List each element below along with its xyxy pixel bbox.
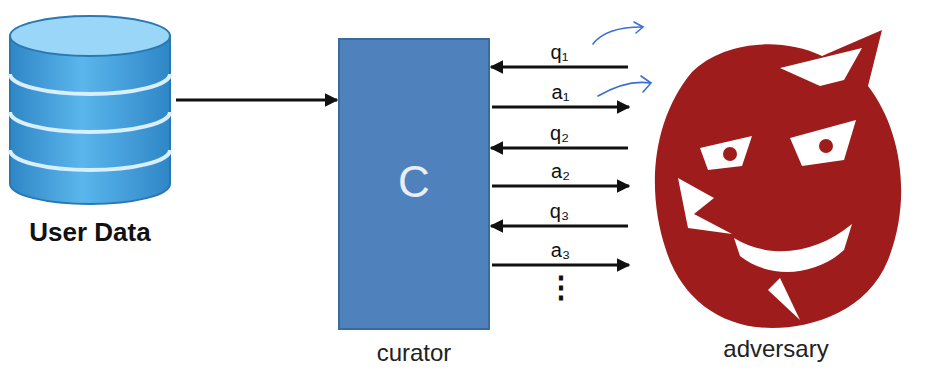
node-caption: User Data <box>29 218 150 247</box>
text-slot: User Data <box>6 218 174 247</box>
message-label: a₁ <box>550 81 572 103</box>
ink-stroke <box>641 76 651 92</box>
arrow-connector <box>491 147 628 150</box>
arrow-connector <box>492 106 629 109</box>
text-slot: q₂ <box>520 122 600 144</box>
face-pupil <box>723 147 737 161</box>
arrow-connector <box>491 66 628 69</box>
arrow-connector <box>492 185 629 188</box>
message-label: q₃ <box>548 200 571 222</box>
text-slot: C <box>338 158 490 206</box>
cylinder-body <box>10 36 170 204</box>
database-cylinder <box>6 12 174 208</box>
text-slot: a₂ <box>521 160 601 182</box>
text-slot: a₁ <box>521 81 601 103</box>
text-slot: q₃ <box>520 200 600 222</box>
face-goatee <box>768 278 800 320</box>
text-slot: ⋮ <box>531 270 591 303</box>
adversary-node: adversary <box>630 28 922 374</box>
arrow-connector <box>176 99 337 102</box>
face-eye <box>790 120 856 166</box>
message-label: a₂ <box>549 160 572 182</box>
message-label: a₃ <box>549 239 572 261</box>
face-shape <box>655 30 901 328</box>
box-letter: C <box>398 158 430 206</box>
node-caption: curator <box>377 340 452 366</box>
face-mark <box>678 178 732 234</box>
continuation-dots: ⋮ <box>546 270 576 303</box>
node-caption: adversary <box>723 336 828 362</box>
cylinder-band <box>10 150 170 170</box>
face-pupil <box>819 139 833 153</box>
cylinder-band <box>10 112 170 132</box>
text-slot: a₃ <box>521 239 601 261</box>
cylinder-top <box>10 16 170 56</box>
message-label: q₁ <box>549 41 571 63</box>
face-mouth <box>734 224 852 272</box>
face-eye <box>700 136 752 170</box>
database-node: User Data <box>6 12 174 262</box>
curator-node: Ccurator <box>338 38 490 374</box>
arrow-connector <box>492 264 629 267</box>
ink-stroke <box>598 82 650 96</box>
devil-face <box>630 28 922 332</box>
text-slot: curator <box>338 340 490 366</box>
ink-stroke <box>634 22 643 33</box>
message-label: q₂ <box>548 122 571 144</box>
text-slot: adversary <box>630 336 922 362</box>
cylinder-band <box>10 74 170 94</box>
face-mark <box>780 48 862 86</box>
text-slot: q₁ <box>520 41 600 63</box>
ink-stroke <box>593 27 642 44</box>
arrow-connector <box>491 225 628 228</box>
